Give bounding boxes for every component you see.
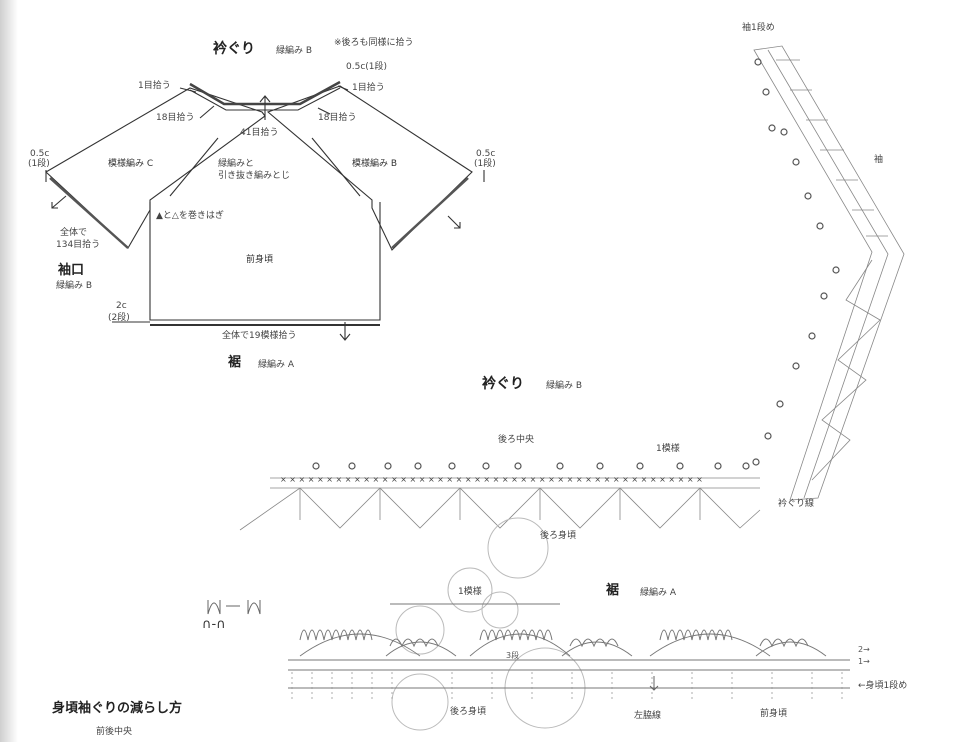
hem-row-2: 2→ [858, 645, 870, 654]
pick-center: 41目拾う [240, 128, 279, 138]
left-sleeve-rows: (1段) [28, 159, 50, 169]
pick-left-18: 18目拾う [156, 113, 195, 123]
collar-note: ※後ろも同様に拾う [334, 38, 414, 48]
join-note-1: 緑編みと [218, 159, 255, 169]
hem-row-1: 1→ [858, 657, 870, 666]
collar-chart-title: 衿ぐり [482, 376, 524, 392]
collar-chart-stitch: 緑編み B [546, 381, 583, 391]
hem-mid-label: 3段 [506, 651, 520, 660]
hem-size: 2c [116, 301, 127, 311]
join-note-2: 引き抜き編みとじ [218, 171, 291, 181]
hem-front-body: 前身頃 [760, 709, 788, 719]
sleeve-label: 袖 [874, 155, 884, 165]
right-sleeve-rows: (1段) [474, 159, 496, 169]
left-sleeve-total: 全体で [60, 228, 88, 238]
hem-rows: (2段) [108, 313, 130, 323]
back-body-label: 後ろ身頃 [540, 531, 577, 541]
body-row-label: ←身頃1段め [858, 681, 908, 691]
hem-stitch: 緑編み A [258, 360, 295, 370]
hem-chart-title: 裾 [606, 583, 620, 598]
collar-title: 衿ぐり [213, 41, 255, 57]
svg-text:× × × × × × × × × × × × × × ×: × × × × × × × × × × × × × × × × × × × × … [280, 475, 703, 484]
cuff-stitch: 緑編み B [56, 281, 93, 291]
page-shadow [0, 0, 18, 742]
back-center-label: 後ろ中央 [498, 435, 535, 445]
left-sleeve-total-2: 134目拾う [56, 240, 101, 250]
stitch-symbol-label: ∩-∩ [202, 617, 226, 632]
collar-edge-label: 衿ぐり線 [778, 499, 815, 509]
sleeve-top-label: 袖1段め [742, 23, 775, 33]
pick-right-18: 18目拾う [318, 113, 357, 123]
pick-right-size: 0.5c(1段) [346, 62, 388, 72]
hem-chart-stitch: 緑編み A [640, 588, 677, 598]
right-sleeve-size: 0.5c [476, 149, 496, 159]
seam-mark-note: ▲と△を巻きはぎ [156, 211, 224, 221]
hem-back-body: 後ろ身頃 [450, 707, 487, 717]
hem-title: 裾 [228, 355, 242, 370]
left-sleeve-label: 模様編み C [108, 159, 154, 169]
front-back-center-label: 前後中央 [96, 727, 133, 737]
side-line-label: 左脇線 [634, 711, 662, 721]
right-sleeve-label: 模様編み B [352, 159, 398, 169]
hem-total: 全体で19模様拾う [222, 331, 297, 341]
hem-one-pattern: 1模様 [458, 587, 482, 597]
pick-left: 1目拾う [138, 81, 171, 91]
one-pattern-label: 1模様 [656, 444, 680, 454]
cuff-title: 袖口 [58, 263, 85, 278]
pick-right: 1目拾う [352, 83, 385, 93]
body-label: 前身頃 [246, 255, 274, 265]
left-sleeve-size: 0.5c [30, 149, 50, 159]
armhole-decrease-title: 身頃袖ぐりの減らし方 [52, 701, 183, 716]
collar-stitch: 緑編み B [276, 46, 313, 56]
